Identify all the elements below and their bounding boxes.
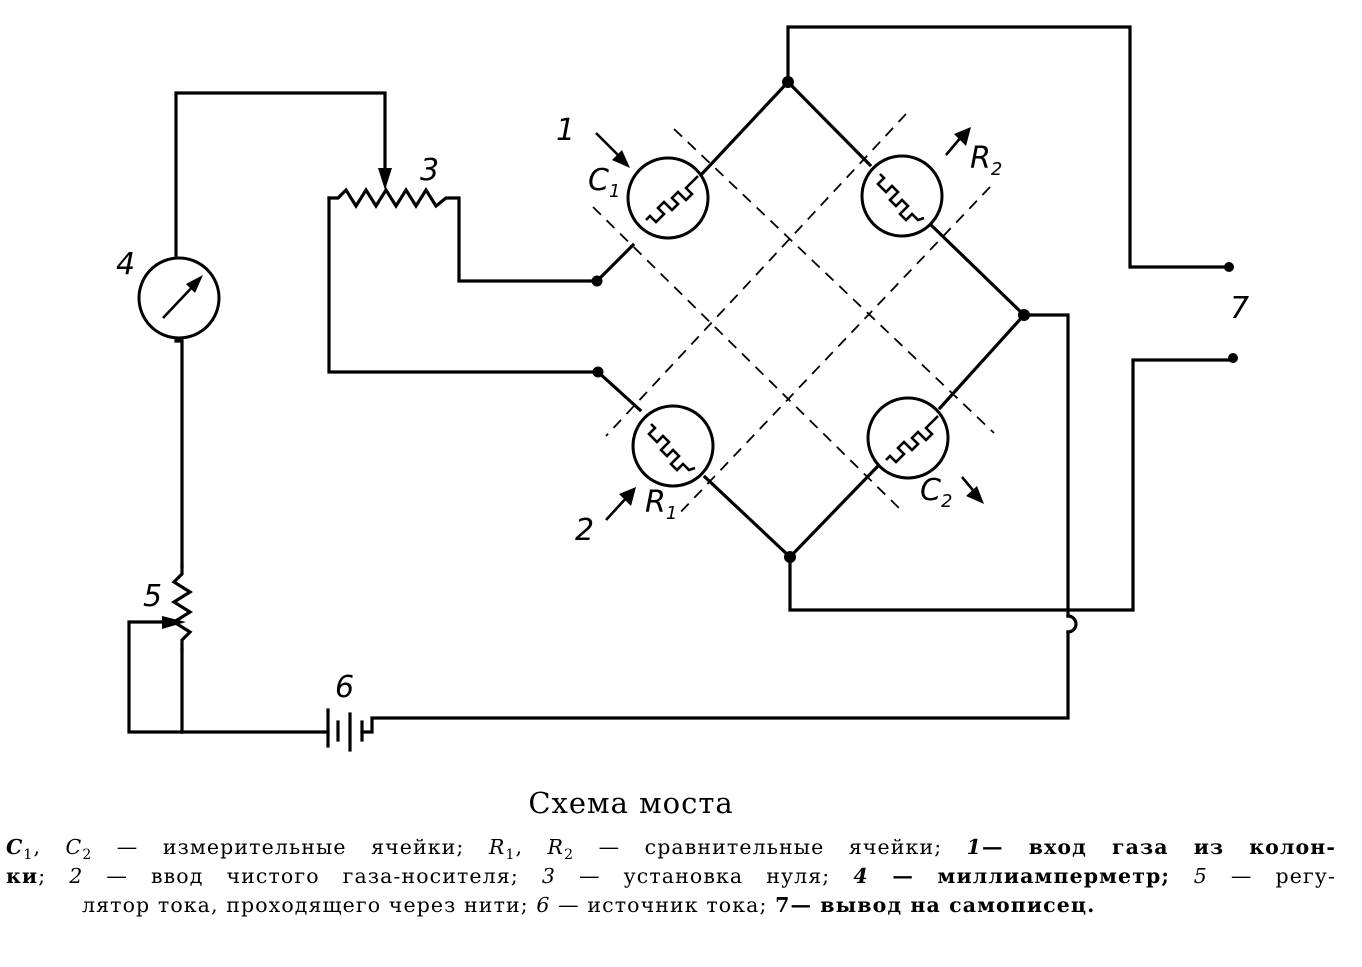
legend-run: — миллиамперметр;: [868, 864, 1194, 888]
legend-run: ,: [33, 835, 66, 859]
measuring-cell-c1: [626, 156, 710, 240]
label-7: 7: [1230, 291, 1249, 326]
legend-run: ки: [6, 864, 39, 888]
caption-title: Схема моста: [528, 786, 734, 820]
cell-block-outlines: [592, 113, 995, 518]
legend-run: — ввод чистого газа-носителя;: [83, 864, 542, 888]
legend-run: лятор тока, проходящего через нити;: [82, 893, 537, 917]
legend-run: — источник тока;: [550, 893, 776, 917]
legend-run: ;: [38, 864, 70, 888]
current-regulator-rheostat: [162, 564, 194, 652]
legend-run: 2: [82, 847, 93, 862]
label-4: 4: [116, 247, 135, 282]
gas-flow-arrows: [595, 127, 984, 521]
comparison-cell-r1: [631, 404, 715, 488]
legend-run: 5: [1193, 864, 1208, 888]
legend-run: 6: [536, 893, 551, 917]
bridge-circuit-diagram: 1 2 3 4 5 6 7 C1 R2 R1 C2: [116, 25, 1249, 752]
label-3: 3: [420, 153, 439, 188]
label-1: 1: [556, 113, 575, 148]
legend-run: C: [65, 835, 83, 859]
legend-line-1: C1, C2 — измерительные ячейки; R1, R2 — …: [6, 833, 1336, 862]
left-supply-loop: [127, 91, 1078, 734]
legend-run: 3: [541, 864, 556, 888]
legend-run: C: [6, 835, 24, 859]
milliammeter: [137, 256, 221, 340]
caption-legend: C1, C2 — измерительные ячейки; R1, R2 — …: [6, 833, 1336, 920]
legend-run: 2: [69, 864, 84, 888]
legend-run: — вывод на самописец.: [790, 893, 1096, 917]
legend-run: — вход газа из колон-: [982, 835, 1336, 859]
measuring-cell-c2: [866, 396, 950, 480]
label-r1: R1: [645, 485, 677, 524]
legend-run: ,: [515, 835, 548, 859]
legend-run: — установка нуля;: [556, 864, 854, 888]
label-c1: C1: [588, 163, 620, 202]
legend-run: 7: [775, 893, 791, 917]
legend-run: 1: [966, 835, 983, 859]
legend-line-2: ки; 2 — ввод чистого газа-носителя; 3 — …: [6, 862, 1336, 891]
current-source-battery: [326, 708, 364, 752]
label-r2: R2: [970, 141, 1002, 180]
label-c2: C2: [920, 473, 952, 512]
legend-run: — сравнительные ячейки;: [574, 835, 967, 859]
legend-run: R: [547, 835, 565, 859]
label-5: 5: [143, 579, 162, 614]
legend-run: — измерительные ячейки;: [92, 835, 489, 859]
legend-run: R: [488, 835, 506, 859]
legend-run: 1: [23, 847, 34, 862]
legend-run: — регу-: [1207, 864, 1336, 888]
legend-run: 1: [505, 847, 516, 862]
wheatstone-bridge: [591, 25, 1238, 612]
legend-run: 2: [564, 847, 575, 862]
legend-run: 4: [853, 864, 869, 888]
legend-line-3: лятор тока, проходящего через нити; 6 — …: [6, 891, 1336, 920]
label-6: 6: [335, 670, 354, 705]
label-2: 2: [575, 513, 594, 548]
comparison-cell-r2: [860, 154, 944, 238]
zero-set-potentiometer: [327, 186, 600, 374]
